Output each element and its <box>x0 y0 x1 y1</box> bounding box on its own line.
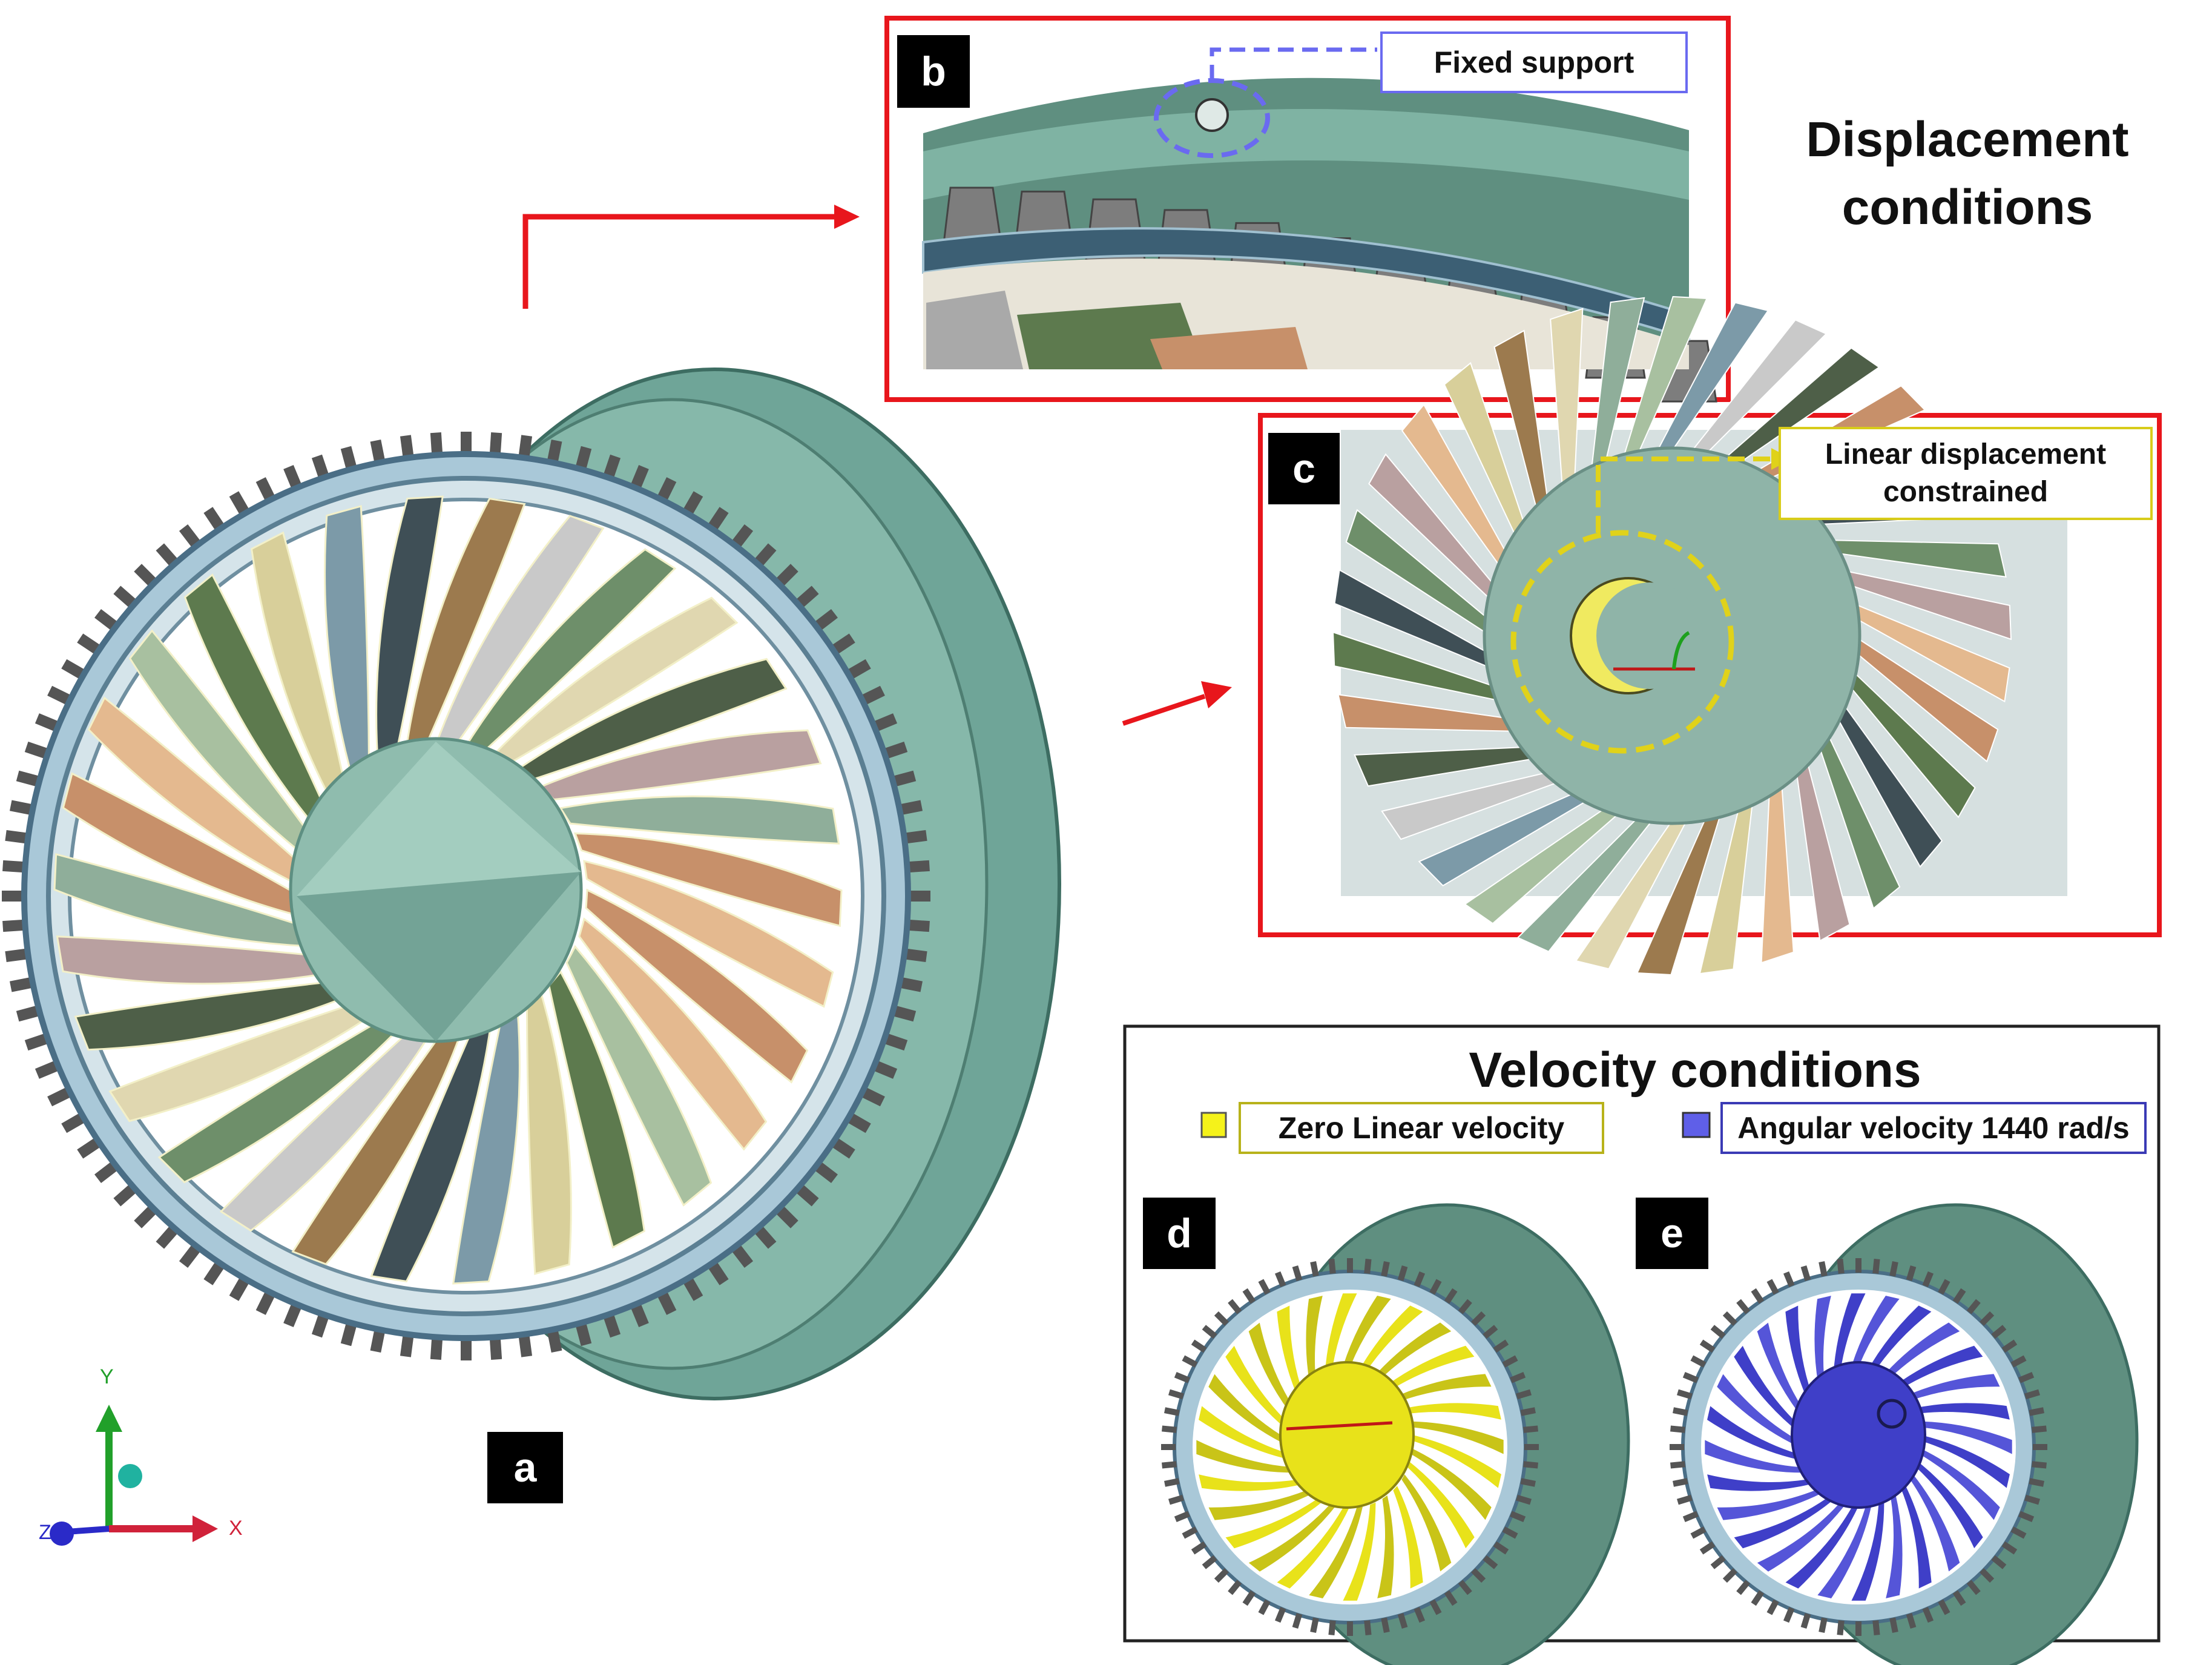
panel-label-e: e <box>1636 1198 1708 1269</box>
blades-a <box>53 495 843 1285</box>
panel-label-b: b <box>897 35 970 108</box>
displacement-heading: Displacement conditions <box>1756 106 2179 242</box>
angular-velocity-label: Angular velocity 1440 rad/s <box>1737 1111 2130 1145</box>
zero-linear-velocity-label: Zero Linear velocity <box>1278 1111 1565 1145</box>
linear-displacement-line2: constrained <box>1883 476 2049 508</box>
panel-label-d: d <box>1143 1198 1216 1269</box>
spinner-cone-light <box>297 742 581 896</box>
fixed-support-callout: Fixed support <box>1380 31 1688 93</box>
linear-displacement-callout: Linear displacement constrained <box>1779 427 2153 520</box>
axis-y-label: Y <box>100 1365 114 1388</box>
spinner-cone-dark <box>297 872 581 1041</box>
displacement-heading-line1: Displacement <box>1806 112 2129 167</box>
fan-assembly-a <box>2 368 1061 1400</box>
axis-x-label: X <box>229 1517 243 1540</box>
axis-triad <box>50 1405 218 1546</box>
axis-z-label: Z <box>39 1521 51 1544</box>
arrow-to-c <box>1122 681 1232 726</box>
panel-label-a: a <box>487 1432 563 1503</box>
displacement-heading-line2: conditions <box>1842 180 2093 235</box>
linear-displacement-line1: Linear displacement <box>1825 438 2107 470</box>
fan-d <box>1161 1203 1630 1665</box>
fan-e <box>1670 1203 2139 1665</box>
velocity-panel-graphic <box>1123 1024 2161 1665</box>
velocity-heading: Velocity conditions <box>1469 1043 1921 1098</box>
panel-label-c: c <box>1268 433 1340 504</box>
arrow-to-b <box>522 205 860 309</box>
